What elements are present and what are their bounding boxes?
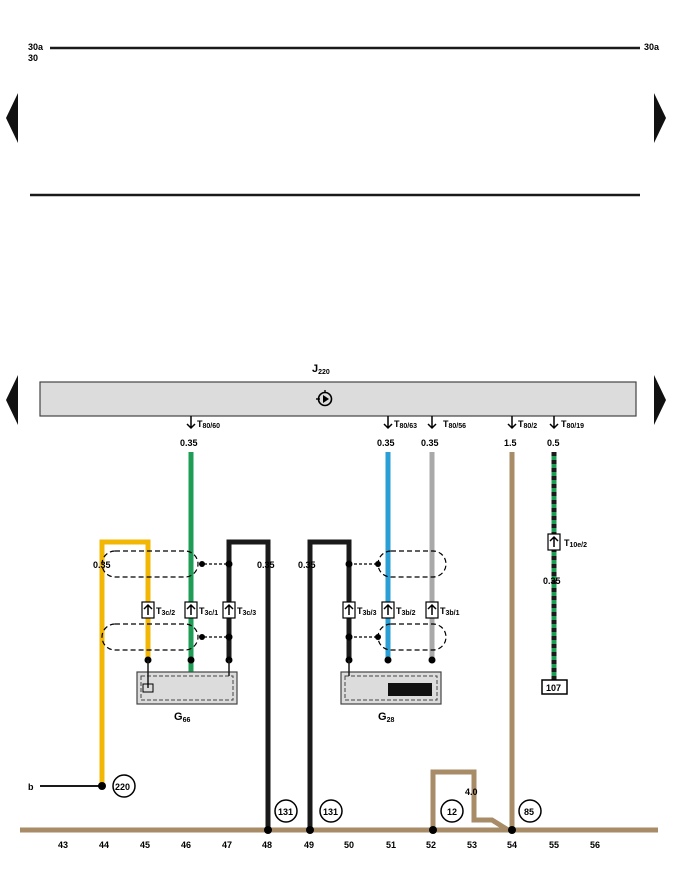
connector-label: T3c/2 <box>156 606 175 617</box>
track-number: 44 <box>99 840 109 850</box>
reference-box[interactable] <box>541 679 568 695</box>
ref-circle[interactable]: 131 <box>274 799 298 823</box>
reference-box-label: 107 <box>546 683 561 693</box>
connector-icon <box>184 601 198 619</box>
connector-icon <box>425 601 439 619</box>
track-number: 54 <box>507 840 517 850</box>
gauge-label: 0.35 <box>543 576 561 586</box>
connector-label: T10e/2 <box>564 538 587 549</box>
component-label-g66: G66 <box>174 711 190 724</box>
wire-yellow <box>99 539 151 786</box>
ref-circle[interactable]: 12 <box>440 799 464 823</box>
connector-icon <box>342 601 356 619</box>
connector-label: T3b/2 <box>396 606 416 617</box>
svg-text:131: 131 <box>323 807 338 817</box>
connector-icon <box>547 533 561 551</box>
ref-circle[interactable]: 220 <box>112 774 136 798</box>
svg-text:131: 131 <box>278 807 293 817</box>
component-g66 <box>136 660 238 705</box>
ecu-box <box>39 381 637 417</box>
track-number: 51 <box>386 840 396 850</box>
gauge-label: 0.35 <box>421 438 439 448</box>
gauge-label: 0.5 <box>547 438 560 448</box>
track-number: 55 <box>549 840 559 850</box>
pin-label-t80-19: T80/19 <box>561 419 584 430</box>
rail-label-30a-right: 30a <box>644 42 660 52</box>
wire-green <box>180 452 194 691</box>
track-number: 56 <box>590 840 600 850</box>
svg-text:12: 12 <box>447 807 457 817</box>
track-number: 45 <box>140 840 150 850</box>
pin-arrow-icon <box>186 416 559 430</box>
svg-text:85: 85 <box>524 807 534 817</box>
track-number: 48 <box>262 840 272 850</box>
gauge-label: 1.5 <box>504 438 517 448</box>
pin-label-t80-63: T80/63 <box>394 419 417 430</box>
connector-icon <box>222 601 236 619</box>
track-numbers: 43 44 45 46 47 48 49 50 51 52 53 54 55 5… <box>58 840 600 850</box>
connector-icon <box>381 601 395 619</box>
ecu-label: J220 <box>312 363 330 376</box>
ref-circle[interactable]: 131 <box>319 799 343 823</box>
gauge-label: 0.35 <box>180 438 198 448</box>
page-right-arrow-icon[interactable] <box>654 93 666 143</box>
shield-sleeve <box>101 550 199 578</box>
ecu-left-arrow-icon[interactable] <box>6 375 18 425</box>
pin-label-t80-2: T80/2 <box>518 419 537 430</box>
gauge-label: 4.0 <box>465 787 478 797</box>
pin-label-t80-56: T80/56 <box>443 419 466 430</box>
gauge-label: 0.35 <box>377 438 395 448</box>
shield-sleeve <box>101 623 199 651</box>
ground-label: b <box>28 782 34 792</box>
shield-drain <box>204 563 376 638</box>
gauge-label: 0.35 <box>257 560 275 570</box>
component-label-g28: G28 <box>378 711 394 724</box>
wire-black <box>226 539 271 830</box>
rail-label-30a-left: 30a <box>28 42 44 52</box>
connector-label: T3b/3 <box>357 606 377 617</box>
connector-label: T3c/3 <box>237 606 256 617</box>
connector-label: T3b/1 <box>440 606 460 617</box>
track-number: 47 <box>222 840 232 850</box>
track-number: 50 <box>344 840 354 850</box>
svg-text:220: 220 <box>115 782 130 792</box>
wire-brown-branch <box>430 769 510 833</box>
gauge-label: 0.35 <box>298 560 316 570</box>
track-number: 53 <box>467 840 477 850</box>
ref-circle[interactable]: 85 <box>518 799 542 823</box>
connector-icon <box>141 601 155 619</box>
rail-label-30-left: 30 <box>28 53 38 63</box>
ecu-right-arrow-icon[interactable] <box>654 375 666 425</box>
shield-drain-dot <box>199 561 381 640</box>
track-number: 46 <box>181 840 191 850</box>
page-left-arrow-icon[interactable] <box>6 93 18 143</box>
ground-junction-dot <box>98 782 516 834</box>
engine-control-unit-icon <box>316 390 333 407</box>
component-g28 <box>340 660 442 705</box>
wire-black <box>307 539 352 830</box>
pin-label-t80-60: T80/60 <box>197 419 220 430</box>
track-number: 52 <box>426 840 436 850</box>
track-number: 43 <box>58 840 68 850</box>
track-number: 49 <box>304 840 314 850</box>
connector-label: T3c/1 <box>199 606 218 617</box>
gauge-label: 0.35 <box>93 560 111 570</box>
